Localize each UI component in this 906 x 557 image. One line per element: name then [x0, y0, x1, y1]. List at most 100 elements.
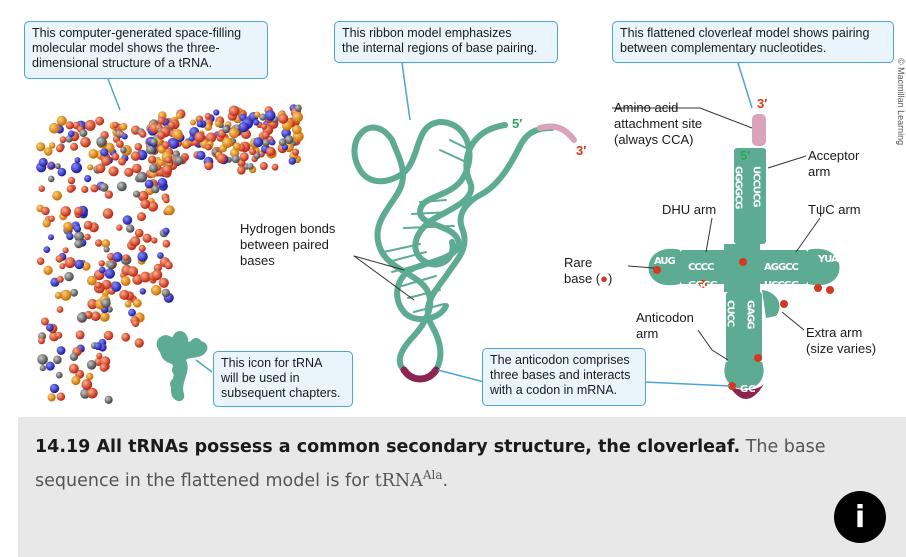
atom-sphere — [42, 219, 51, 228]
atom-sphere — [83, 220, 93, 230]
atom-sphere — [132, 298, 142, 308]
atom-sphere — [249, 148, 256, 156]
svg-text:YUAG: YUAG — [817, 254, 846, 265]
rare-base-dot: ● — [600, 271, 608, 286]
atom-sphere — [102, 208, 114, 219]
atom-sphere — [292, 124, 302, 135]
atom-sphere — [119, 122, 128, 131]
atom-sphere — [164, 156, 172, 164]
atom-sphere — [48, 123, 60, 134]
atom-sphere — [174, 156, 184, 165]
info-icon: i — [854, 499, 866, 535]
atom-sphere — [228, 128, 240, 139]
atom-sphere — [41, 206, 50, 216]
atom-sphere — [215, 120, 222, 128]
atom-sphere — [84, 175, 92, 183]
atom-sphere — [87, 298, 98, 310]
atom-sphere — [239, 152, 249, 162]
atom-sphere — [99, 311, 110, 322]
label-acceptor-arm: Acceptor arm — [808, 148, 860, 179]
anticodon-bases — [728, 384, 764, 399]
label-ribbon-5prime: 5′ — [512, 116, 523, 131]
cloverleaf-model: ACCA GGGGCG UCCUCG CCCC GGGG AUG CGG AGG… — [612, 107, 847, 399]
atom-sphere — [86, 360, 97, 370]
svg-text:CGG: CGG — [652, 290, 674, 301]
atom-sphere — [80, 137, 91, 148]
atom-sphere — [103, 246, 110, 253]
atom-sphere — [222, 137, 233, 149]
info-button[interactable]: i — [834, 491, 886, 543]
label-tpsic-arm: TψC arm — [808, 202, 861, 217]
atom-sphere — [52, 190, 62, 201]
atom-sphere — [46, 323, 54, 332]
atom-sphere — [99, 363, 109, 372]
atom-sphere — [73, 225, 82, 233]
atom-sphere — [69, 352, 79, 361]
atom-sphere — [140, 199, 150, 209]
label-dhu-arm: DHU arm — [662, 202, 717, 217]
atom-sphere — [124, 300, 132, 308]
atom-sphere — [53, 355, 62, 365]
atom-sphere — [68, 363, 79, 374]
atom-sphere — [120, 146, 127, 154]
atom-sphere — [162, 227, 170, 235]
atom-sphere — [122, 215, 133, 225]
atom-sphere — [261, 131, 270, 139]
callout-cloverleaf: This flattened cloverleaf model shows pa… — [612, 21, 894, 63]
atom-sphere — [150, 285, 162, 296]
atom-sphere — [116, 181, 127, 192]
atom-sphere — [216, 153, 227, 164]
atom-sphere — [38, 185, 45, 192]
atom-sphere — [172, 129, 183, 141]
atom-sphere — [64, 271, 74, 282]
anticodon-stem — [726, 292, 762, 362]
figure-caption: 14.19 All tRNAs possess a common seconda… — [35, 433, 895, 495]
atom-sphere — [45, 361, 55, 371]
atom-sphere — [121, 332, 131, 342]
atom-sphere — [288, 157, 297, 165]
atom-sphere — [232, 142, 241, 151]
atom-sphere — [88, 149, 99, 159]
atom-sphere — [157, 252, 164, 259]
atom-sphere — [59, 136, 67, 144]
atom-sphere — [66, 232, 74, 241]
atom-sphere — [64, 257, 76, 269]
atom-sphere — [168, 138, 180, 149]
atom-sphere — [231, 154, 240, 164]
atom-sphere — [66, 185, 75, 193]
atom-sphere — [134, 143, 143, 151]
caption-trna: tRNA — [374, 470, 423, 491]
extra-arm — [762, 290, 780, 318]
atom-sphere — [292, 148, 300, 156]
copyright-credit: © Macmillan Learning — [896, 58, 906, 146]
atom-sphere — [87, 164, 94, 171]
atom-sphere — [95, 163, 106, 174]
atom-sphere — [94, 281, 102, 289]
atom-sphere — [190, 119, 196, 126]
atom-sphere — [74, 206, 83, 216]
atom-sphere — [204, 161, 214, 171]
atom-sphere — [259, 113, 267, 121]
atom-sphere — [253, 137, 264, 148]
atom-sphere — [99, 266, 106, 274]
svg-text:ACCA: ACCA — [741, 122, 752, 146]
atom-sphere — [133, 190, 140, 198]
atom-sphere — [157, 116, 166, 125]
atom-sphere — [119, 289, 130, 300]
atom-sphere — [54, 163, 61, 170]
atom-sphere — [162, 239, 171, 248]
atom-sphere — [167, 121, 176, 129]
atom-sphere — [122, 254, 130, 261]
atom-sphere — [101, 239, 111, 248]
atom-sphere — [47, 175, 55, 183]
atom-sphere — [149, 163, 158, 173]
atom-sphere — [253, 119, 260, 126]
atom-sphere — [118, 157, 127, 166]
atom-sphere — [196, 120, 204, 128]
atom-sphere — [134, 338, 144, 348]
atom-sphere — [104, 190, 114, 199]
atom-sphere — [43, 265, 53, 275]
atom-sphere — [79, 129, 88, 138]
atom-sphere — [128, 308, 136, 317]
atom-sphere — [55, 255, 63, 263]
